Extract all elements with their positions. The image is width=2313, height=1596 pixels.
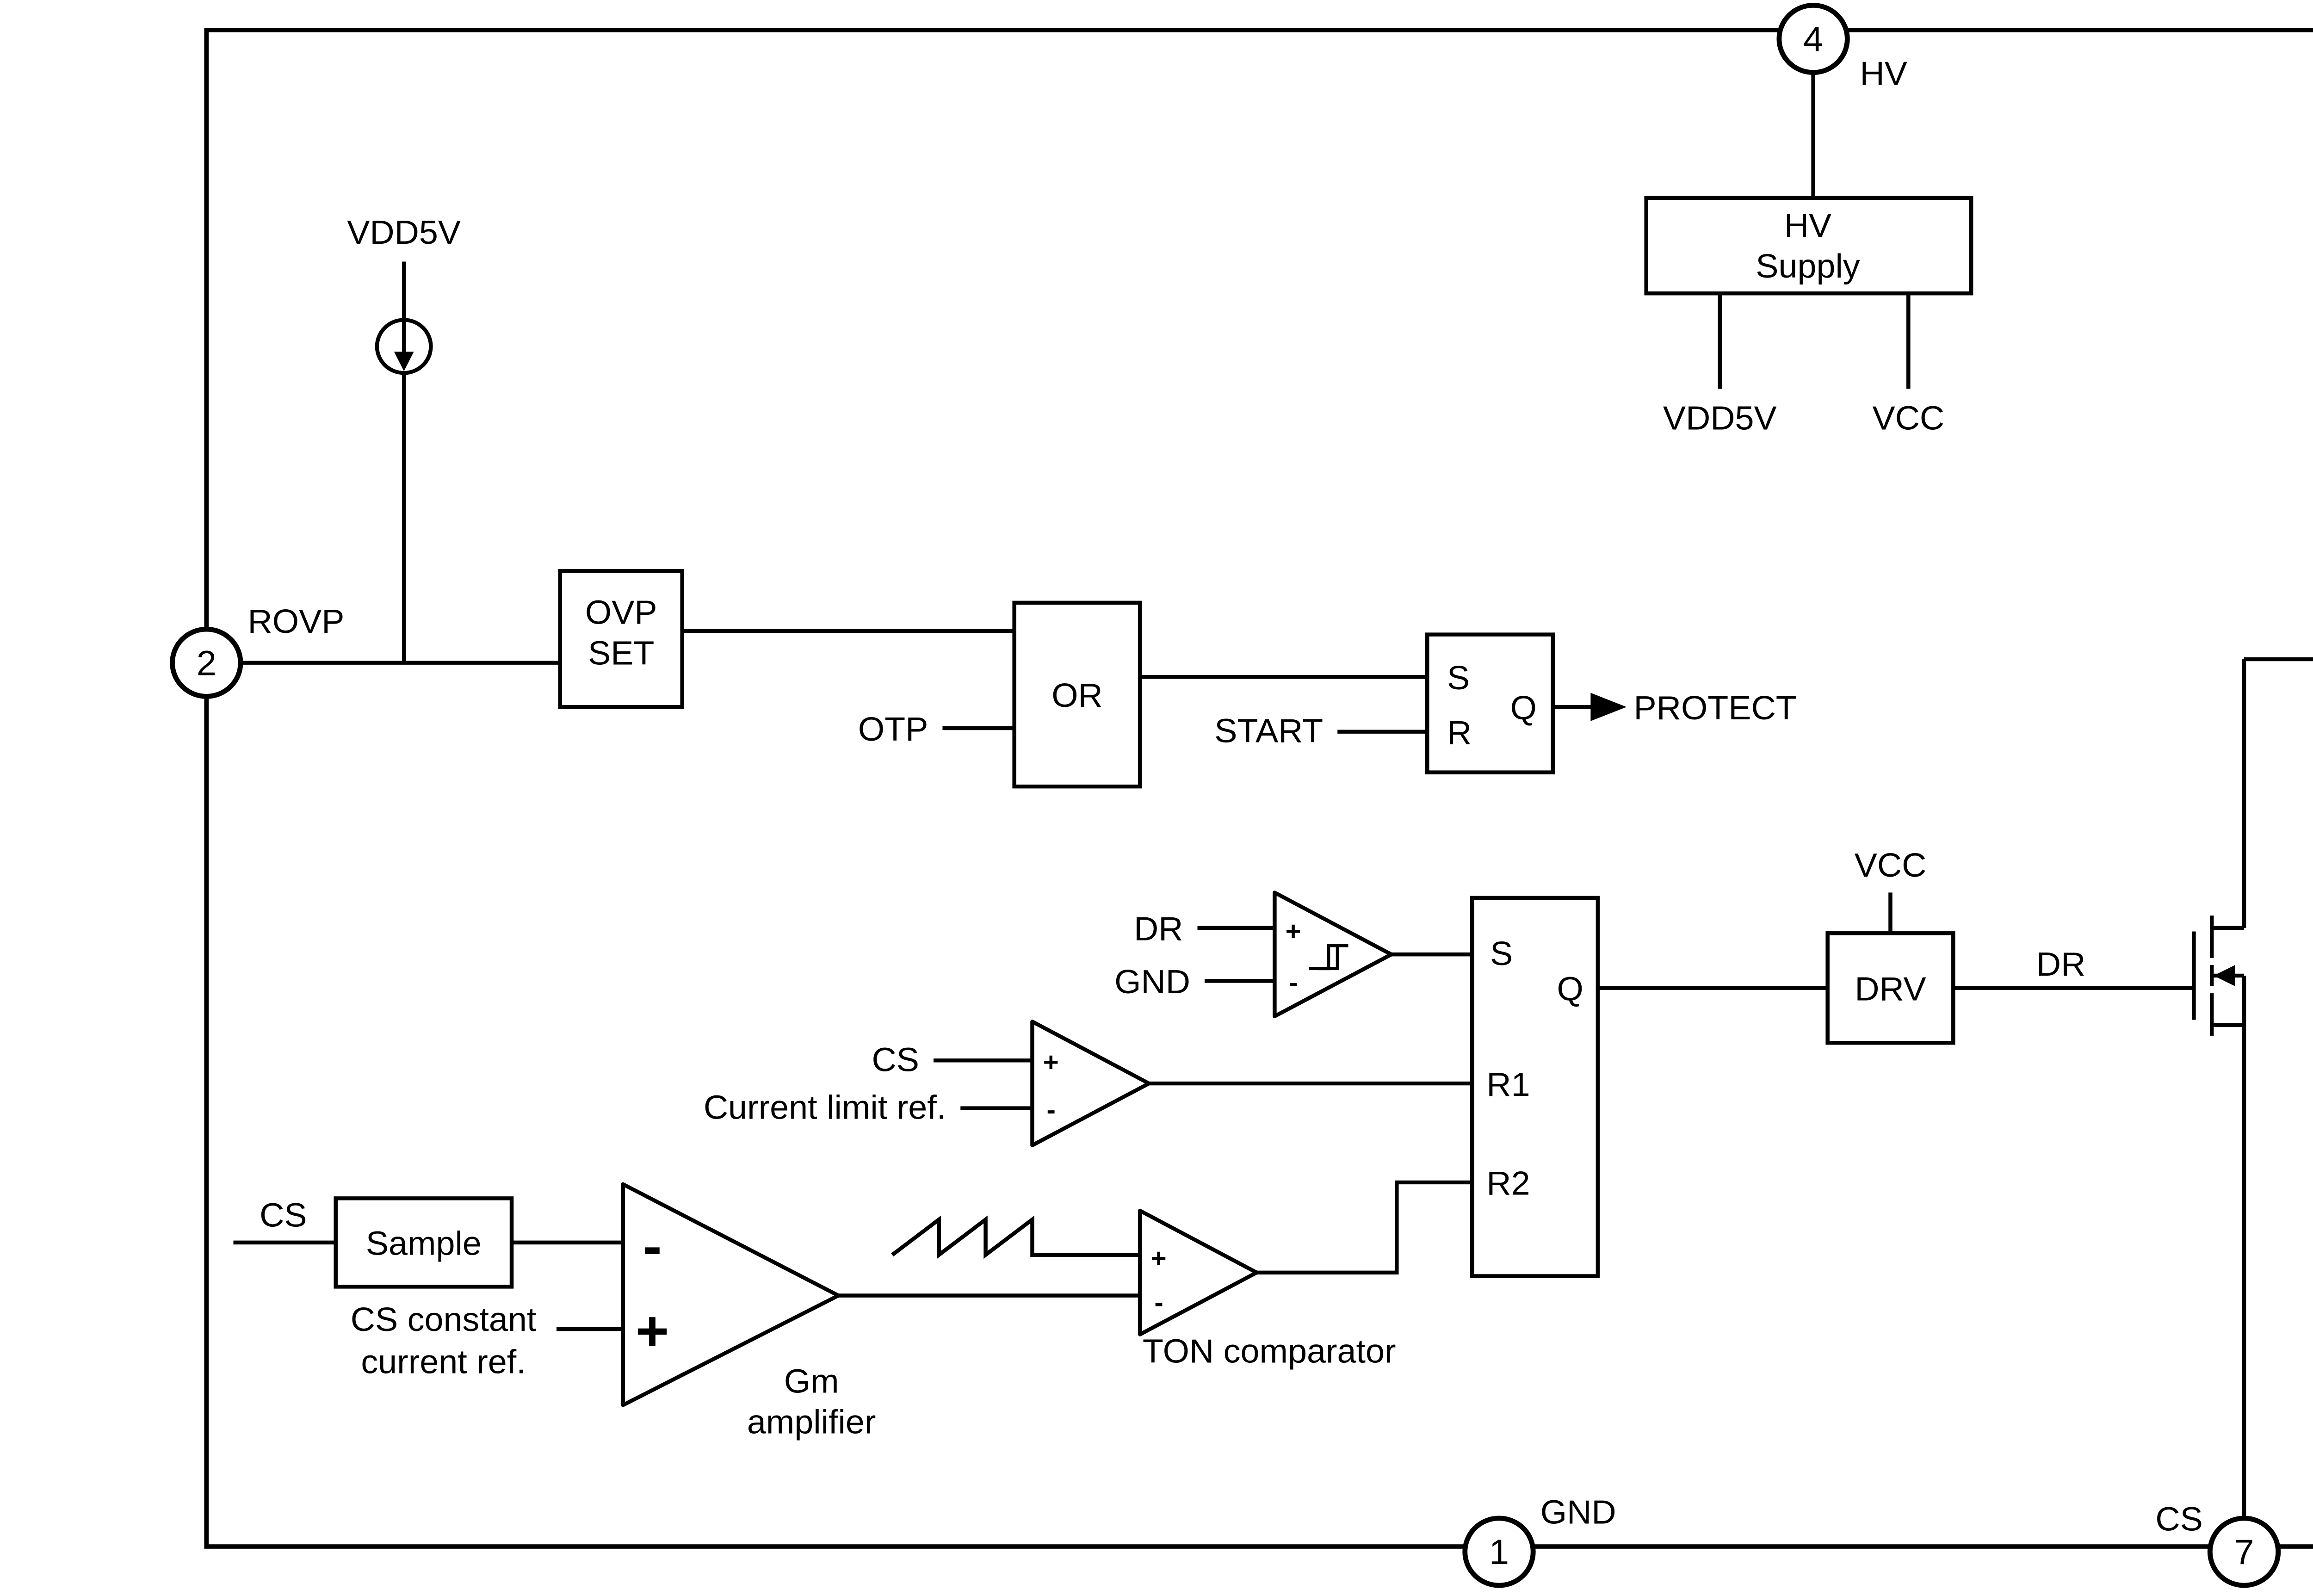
ovp-set-block: [558, 569, 684, 709]
pin-hv: 4 HV: [1776, 3, 1908, 92]
hysteresis-icon: [1309, 944, 1348, 971]
pin-cs-label: CS: [2155, 1500, 2202, 1538]
protect-latch-block: [1425, 632, 1555, 774]
mosfet-body-arrow-icon: [2214, 965, 2235, 986]
mosfet-icon: [2192, 916, 2245, 1036]
pwm-latch-r2-label: R2: [1486, 1164, 1530, 1202]
schmitt-buffer-icon: [1273, 891, 1393, 1019]
current-source-icon: [375, 318, 433, 375]
pin-cs-circle: [2207, 1516, 2281, 1588]
gnd-in-label: GND: [1114, 963, 1190, 1001]
cs-constant-ref-label-line1: CS constant: [351, 1300, 537, 1338]
gm-minus-label: -: [643, 1214, 662, 1278]
current-limit-comparator-icon: [1030, 1020, 1151, 1147]
pin-cs-number: 7: [2234, 1533, 2254, 1572]
sample-label: Sample: [366, 1225, 482, 1262]
pin-gnd: 1 GND: [1462, 1493, 1616, 1588]
dr-out-label: DR: [2036, 945, 2085, 983]
current-source-arrowhead-icon: [394, 352, 414, 371]
pin-rovp-label: ROVP: [248, 602, 345, 640]
ovp-set-label-line1: OVP: [585, 594, 657, 631]
pwm-latch-r1-label: R1: [1486, 1065, 1530, 1103]
schmitt-minus-label: -: [1289, 968, 1298, 997]
pin-rovp-circle: [170, 626, 243, 699]
limit-comparator-minus-label: -: [1047, 1095, 1056, 1125]
gm-amplifier-icon: [621, 1182, 841, 1407]
drv-label: DRV: [1855, 970, 1926, 1008]
sawtooth-ramp-icon: [891, 1215, 1140, 1259]
ton-comparator-icon: [1138, 1208, 1259, 1336]
protect-latch-q-label: Q: [1510, 689, 1537, 727]
or-gate-block: [1012, 600, 1142, 789]
cs-limit-label: CS: [872, 1041, 919, 1078]
protect-label: PROTECT: [1634, 689, 1797, 727]
sample-block: [334, 1196, 514, 1289]
current-limit-ref-label: Current limit ref.: [704, 1089, 946, 1126]
pwm-latch-s-label: S: [1490, 935, 1513, 972]
start-label: START: [1214, 712, 1323, 749]
gm-caption-line1: Gm: [784, 1362, 839, 1400]
pin-gnd-number: 1: [1489, 1533, 1509, 1572]
pwm-latch-q-label: Q: [1557, 970, 1583, 1008]
protect-latch-r-label: R: [1447, 714, 1472, 751]
wires: [233, 72, 2313, 1547]
otp-label: OTP: [858, 710, 928, 748]
or-gate-label: OR: [1051, 677, 1103, 714]
dr-in-label: DR: [1134, 910, 1183, 947]
protect-arrowhead-icon: [1590, 693, 1627, 721]
limit-comparator-plus-label: +: [1043, 1048, 1059, 1077]
hv-supply-block: [1644, 196, 1973, 296]
ton-minus-label: -: [1154, 1288, 1163, 1317]
hv-supply-out-vdd5v-label: VDD5V: [1663, 399, 1777, 437]
pin-cs: 7 CS: [2155, 1500, 2281, 1588]
hv-supply-label-line1: HV: [1784, 206, 1832, 244]
pin-hv-label: HV: [1860, 55, 1908, 92]
pin-rovp-number: 2: [197, 643, 216, 683]
wire-drain-to-pin: [2242, 657, 2313, 928]
vdd5v-source-label: VDD5V: [347, 214, 461, 251]
schmitt-plus-label: +: [1286, 917, 1301, 946]
hv-supply-out-vcc-label: VCC: [1872, 399, 1944, 437]
pwm-latch-block: [1470, 896, 1600, 1278]
ton-comparator-caption: TON comparator: [1143, 1332, 1396, 1370]
wire-ton-to-r2: [1256, 1180, 1472, 1275]
pin-rovp: 2 ROVP: [170, 602, 345, 699]
pin-gnd-label: GND: [1540, 1493, 1616, 1531]
drv-block: [1825, 931, 1955, 1045]
hv-supply-label-line2: Supply: [1756, 247, 1860, 285]
cs-sample-in-label: CS: [260, 1196, 307, 1234]
pin-hv-circle: [1776, 3, 1850, 75]
gm-plus-label: +: [636, 1299, 669, 1363]
protect-latch-s-label: S: [1447, 659, 1470, 697]
ton-plus-label: +: [1151, 1244, 1167, 1273]
ovp-set-label-line2: SET: [588, 634, 654, 672]
vcc-drv-label: VCC: [1855, 847, 1927, 884]
cs-constant-ref-label-line2: current ref.: [361, 1343, 526, 1380]
ic-boundary: [204, 28, 2313, 1549]
pin-gnd-circle: [1462, 1516, 1536, 1588]
gm-caption-line2: amplifier: [747, 1403, 876, 1441]
pin-hv-number: 4: [1803, 19, 1823, 59]
